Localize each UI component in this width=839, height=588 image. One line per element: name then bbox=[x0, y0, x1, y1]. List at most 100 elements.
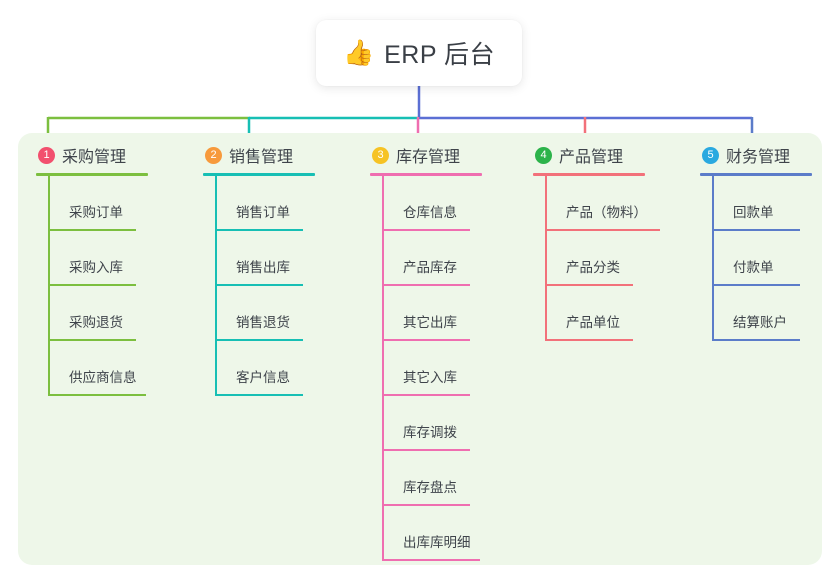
root-node[interactable]: 👍 ERP 后台 bbox=[316, 20, 522, 86]
branch-rule-1 bbox=[36, 173, 148, 176]
branch-header-1[interactable]: 1 采购管理 bbox=[36, 143, 186, 167]
branch-rule-3 bbox=[370, 173, 482, 176]
leaf-item[interactable]: 其它出库 bbox=[370, 286, 520, 341]
leaf-item[interactable]: 产品（物料） bbox=[533, 176, 698, 231]
leaf-item[interactable]: 销售订单 bbox=[203, 176, 353, 231]
branch-column-4: 4 产品管理 产品（物料） 产品分类 产品单位 bbox=[533, 143, 698, 341]
leaf-rule bbox=[382, 339, 470, 341]
branch-rule-2 bbox=[203, 173, 315, 176]
branch-column-5: 5 财务管理 回款单 付款单 结算账户 bbox=[700, 143, 839, 341]
branch-header-5[interactable]: 5 财务管理 bbox=[700, 143, 839, 167]
leaf-label: 库存调拨 bbox=[403, 425, 457, 440]
branch-title-3: 库存管理 bbox=[396, 149, 461, 166]
leaf-rule bbox=[48, 394, 146, 396]
leaf-item[interactable]: 销售出库 bbox=[203, 231, 353, 286]
leaf-label: 客户信息 bbox=[236, 370, 290, 385]
branch-spine-5 bbox=[712, 176, 714, 341]
leaf-item[interactable]: 销售退货 bbox=[203, 286, 353, 341]
leaf-item[interactable]: 结算账户 bbox=[700, 286, 839, 341]
leaf-item[interactable]: 客户信息 bbox=[203, 341, 353, 396]
branch-leaves-5: 回款单 付款单 结算账户 bbox=[700, 176, 839, 341]
leaf-rule bbox=[712, 339, 800, 341]
branch-badge-5: 5 bbox=[702, 146, 719, 164]
leaf-item[interactable]: 采购订单 bbox=[36, 176, 186, 231]
branch-leaves-3: 仓库信息 产品库存 其它出库 其它入库 库存调拨 库存盘点 bbox=[370, 176, 520, 561]
leaf-label: 产品单位 bbox=[566, 315, 620, 330]
branch-title-2: 销售管理 bbox=[229, 149, 294, 166]
branches-panel bbox=[18, 133, 822, 565]
leaf-item[interactable]: 库存盘点 bbox=[370, 451, 520, 506]
leaf-item[interactable]: 其它入库 bbox=[370, 341, 520, 396]
branch-badge-3: 3 bbox=[372, 146, 389, 164]
branch-column-3: 3 库存管理 仓库信息 产品库存 其它出库 其它入库 库存调拨 bbox=[370, 143, 520, 561]
leaf-label: 销售出库 bbox=[236, 260, 290, 275]
leaf-label: 出库库明细 bbox=[403, 535, 471, 550]
branch-column-1: 1 采购管理 采购订单 采购入库 采购退货 供应商信息 bbox=[36, 143, 186, 396]
leaf-item[interactable]: 供应商信息 bbox=[36, 341, 186, 396]
leaf-rule bbox=[48, 339, 136, 341]
leaf-label: 产品库存 bbox=[403, 260, 457, 275]
leaf-rule bbox=[712, 229, 800, 231]
branch-leaves-1: 采购订单 采购入库 采购退货 供应商信息 bbox=[36, 176, 186, 396]
leaf-rule bbox=[48, 284, 136, 286]
leaf-rule bbox=[382, 394, 470, 396]
leaf-label: 回款单 bbox=[733, 205, 774, 220]
thumbs-up-icon: 👍 bbox=[342, 38, 375, 67]
branch-rule-4 bbox=[533, 173, 645, 176]
leaf-rule bbox=[712, 284, 800, 286]
branch-header-2[interactable]: 2 销售管理 bbox=[203, 143, 353, 167]
branch-title-1: 采购管理 bbox=[62, 149, 127, 166]
branch-spine-1 bbox=[48, 176, 50, 396]
branch-leaves-2: 销售订单 销售出库 销售退货 客户信息 bbox=[203, 176, 353, 396]
leaf-item[interactable]: 出库库明细 bbox=[370, 506, 520, 561]
leaf-rule bbox=[215, 284, 303, 286]
leaf-label: 付款单 bbox=[733, 260, 774, 275]
leaf-rule bbox=[382, 449, 470, 451]
branch-header-3[interactable]: 3 库存管理 bbox=[370, 143, 520, 167]
leaf-rule bbox=[215, 229, 303, 231]
leaf-label: 其它出库 bbox=[403, 315, 457, 330]
leaf-label: 采购退货 bbox=[69, 315, 123, 330]
leaf-rule bbox=[545, 229, 660, 231]
leaf-label: 销售退货 bbox=[236, 315, 290, 330]
branch-badge-2: 2 bbox=[205, 146, 222, 164]
leaf-label: 库存盘点 bbox=[403, 480, 457, 495]
leaf-label: 采购入库 bbox=[69, 260, 123, 275]
leaf-label: 销售订单 bbox=[236, 205, 290, 220]
leaf-label: 产品分类 bbox=[566, 260, 620, 275]
leaf-rule bbox=[382, 504, 470, 506]
leaf-item[interactable]: 产品分类 bbox=[533, 231, 698, 286]
branch-spine-4 bbox=[545, 176, 547, 341]
leaf-rule bbox=[215, 394, 303, 396]
leaf-item[interactable]: 回款单 bbox=[700, 176, 839, 231]
leaf-rule bbox=[382, 229, 470, 231]
branch-column-2: 2 销售管理 销售订单 销售出库 销售退货 客户信息 bbox=[203, 143, 353, 396]
leaf-rule bbox=[382, 559, 480, 561]
branch-leaves-4: 产品（物料） 产品分类 产品单位 bbox=[533, 176, 698, 341]
leaf-label: 其它入库 bbox=[403, 370, 457, 385]
branch-badge-1: 1 bbox=[38, 146, 55, 164]
leaf-item[interactable]: 采购入库 bbox=[36, 231, 186, 286]
leaf-rule bbox=[215, 339, 303, 341]
leaf-item[interactable]: 采购退货 bbox=[36, 286, 186, 341]
branch-spine-2 bbox=[215, 176, 217, 396]
root-title: ERP 后台 bbox=[384, 41, 496, 69]
leaf-item[interactable]: 库存调拨 bbox=[370, 396, 520, 451]
leaf-item[interactable]: 付款单 bbox=[700, 231, 839, 286]
leaf-rule bbox=[545, 339, 633, 341]
leaf-label: 供应商信息 bbox=[69, 370, 137, 385]
branch-header-4[interactable]: 4 产品管理 bbox=[533, 143, 698, 167]
branch-title-4: 产品管理 bbox=[559, 149, 624, 166]
leaf-item[interactable]: 产品单位 bbox=[533, 286, 698, 341]
leaf-label: 结算账户 bbox=[733, 315, 787, 330]
branch-rule-5 bbox=[700, 173, 812, 176]
branch-badge-4: 4 bbox=[535, 146, 552, 164]
leaf-label: 产品（物料） bbox=[566, 205, 647, 220]
leaf-item[interactable]: 仓库信息 bbox=[370, 176, 520, 231]
branch-spine-3 bbox=[382, 176, 384, 561]
branch-title-5: 财务管理 bbox=[726, 149, 791, 166]
leaf-label: 采购订单 bbox=[69, 205, 123, 220]
leaf-item[interactable]: 产品库存 bbox=[370, 231, 520, 286]
leaf-rule bbox=[48, 229, 136, 231]
